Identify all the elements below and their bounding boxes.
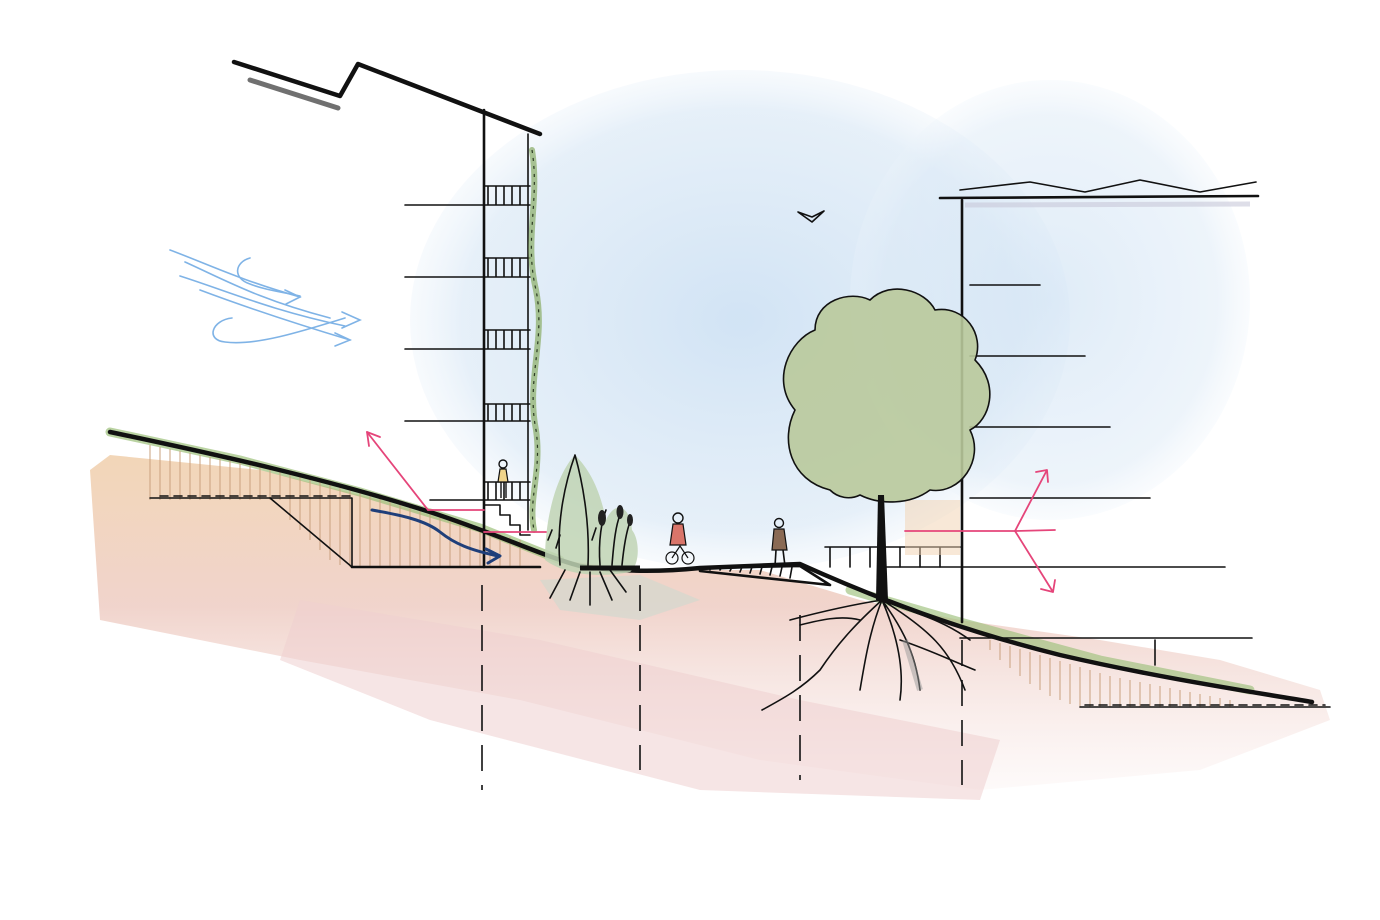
basement-hatch-right bbox=[989, 640, 1231, 707]
basement-hatch-left bbox=[149, 445, 521, 567]
rain-garden bbox=[545, 454, 640, 606]
tree-trunk bbox=[876, 495, 888, 600]
basement-outlines bbox=[149, 495, 1331, 708]
heat-radiation-arrows-left bbox=[366, 431, 547, 533]
left-building-roof bbox=[231, 59, 543, 137]
person-on-balcony bbox=[497, 459, 509, 498]
person-cyclist bbox=[665, 512, 695, 565]
left-building bbox=[231, 59, 543, 569]
right-building-roof bbox=[938, 194, 1260, 200]
person-walking bbox=[771, 517, 788, 567]
tree-roots bbox=[761, 599, 976, 711]
people-on-street bbox=[665, 512, 788, 567]
tree-canopy bbox=[783, 289, 990, 502]
bird-icon bbox=[797, 210, 825, 223]
heat-radiation-arrows-right bbox=[904, 469, 1056, 593]
balconies bbox=[483, 185, 531, 501]
wind-arrows-icon bbox=[169, 249, 362, 347]
right-building bbox=[824, 179, 1260, 639]
street-tree bbox=[761, 288, 991, 711]
water-runoff-arrow-icon bbox=[370, 508, 502, 565]
ground-line bbox=[107, 429, 1315, 705]
